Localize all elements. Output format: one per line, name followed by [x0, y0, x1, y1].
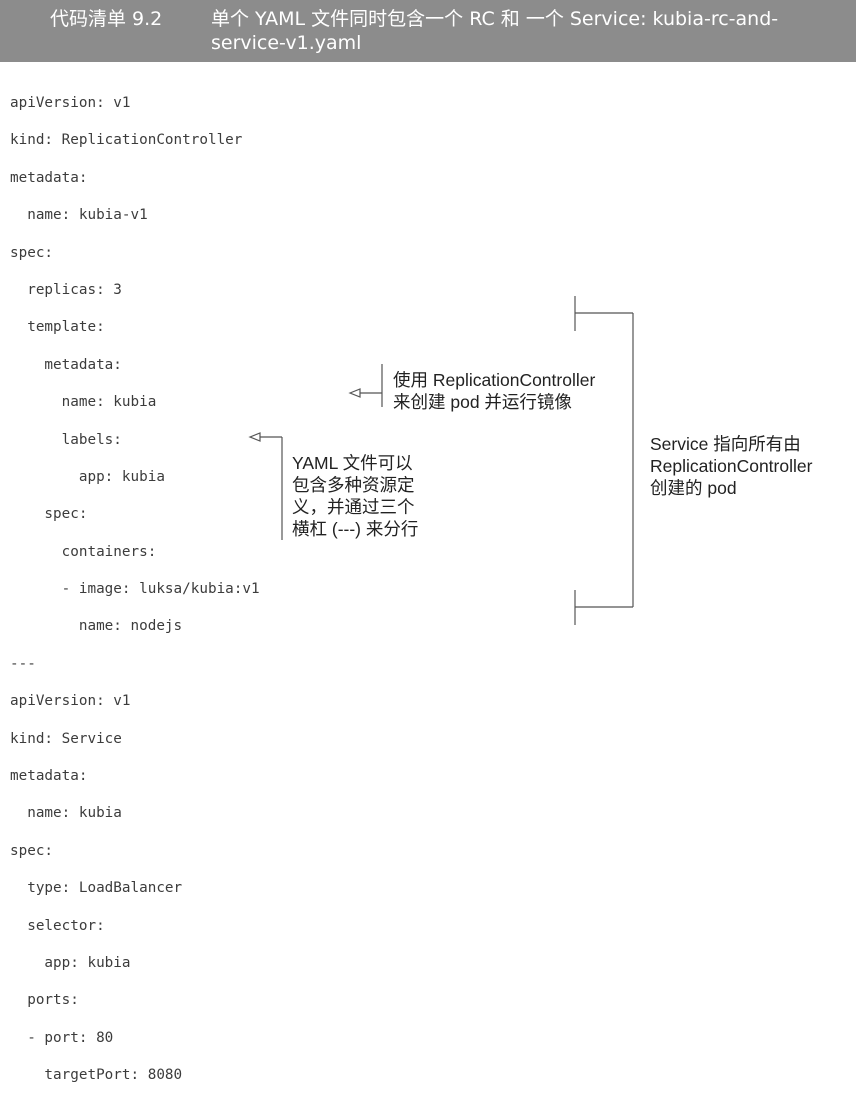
- rc-note-line: 来创建 pod 并运行镜像: [393, 392, 572, 412]
- separator-note-line: 义，并通过三个: [292, 497, 415, 517]
- code-line: app: kubia: [10, 468, 165, 485]
- service-note-line: ReplicationController: [650, 456, 813, 476]
- service-note-line: Service 指向所有由: [650, 434, 801, 454]
- code-line: containers:: [10, 543, 157, 560]
- code-line: spec:: [10, 842, 54, 859]
- separator-note-arrowhead: [248, 432, 261, 442]
- listing-title: 单个 YAML 文件同时包含一个 RC 和 一个 Service: kubia-…: [211, 8, 779, 54]
- code-line: apiVersion: v1: [10, 95, 131, 111]
- code-line: metadata:: [10, 356, 122, 373]
- separator-note-line: YAML 文件可以: [292, 453, 413, 473]
- code-line: kind: ReplicationController: [10, 132, 243, 149]
- code-line: spec:: [10, 506, 88, 523]
- callout-lines: [248, 296, 634, 625]
- service-note: Service 指向所有由 ReplicationController 创建的 …: [650, 433, 812, 499]
- code-line: selector:: [10, 917, 105, 934]
- listing-caption-bar: 代码清单 9.2 单个 YAML 文件同时包含一个 RC 和 一个 Servic…: [0, 0, 856, 62]
- separator-note-line: 包含多种资源定: [292, 475, 415, 495]
- code-line: - port: 80: [10, 1029, 114, 1046]
- rc-note: 使用 ReplicationController 来创建 pod 并运行镜像: [393, 369, 595, 413]
- code-line: labels:: [10, 431, 122, 448]
- rc-note-line: 使用 ReplicationController: [393, 370, 596, 390]
- separator-note-line: 横杠 (---) 来分行: [292, 519, 419, 539]
- code-line: template:: [10, 319, 105, 336]
- code-line: spec:: [10, 244, 54, 261]
- code-line: name: nodejs: [10, 618, 183, 635]
- listing-number: 代码清单 9.2: [50, 8, 163, 30]
- code-line: kind: Service: [10, 730, 122, 747]
- yaml-separator-line: ---: [10, 655, 36, 672]
- rc-note-arrowhead: [348, 388, 361, 398]
- code-line: ports:: [10, 992, 79, 1009]
- code-line: metadata:: [10, 169, 88, 186]
- code-line: name: kubia: [10, 394, 157, 411]
- code-line: metadata:: [10, 768, 88, 785]
- code-line: targetPort: 8080: [10, 1067, 183, 1084]
- code-line: replicas: 3: [10, 281, 122, 298]
- code-line: app: kubia: [10, 954, 131, 971]
- code-line: - image: luksa/kubia:v1: [10, 581, 260, 598]
- service-note-line: 创建的 pod: [650, 478, 737, 498]
- separator-note: YAML 文件可以 包含多种资源定 义，并通过三个 横杠 (---) 来分行: [292, 452, 418, 540]
- code-line: type: LoadBalancer: [10, 880, 183, 897]
- code-line: name: kubia: [10, 805, 122, 822]
- code-line: name: kubia-v1: [10, 207, 148, 224]
